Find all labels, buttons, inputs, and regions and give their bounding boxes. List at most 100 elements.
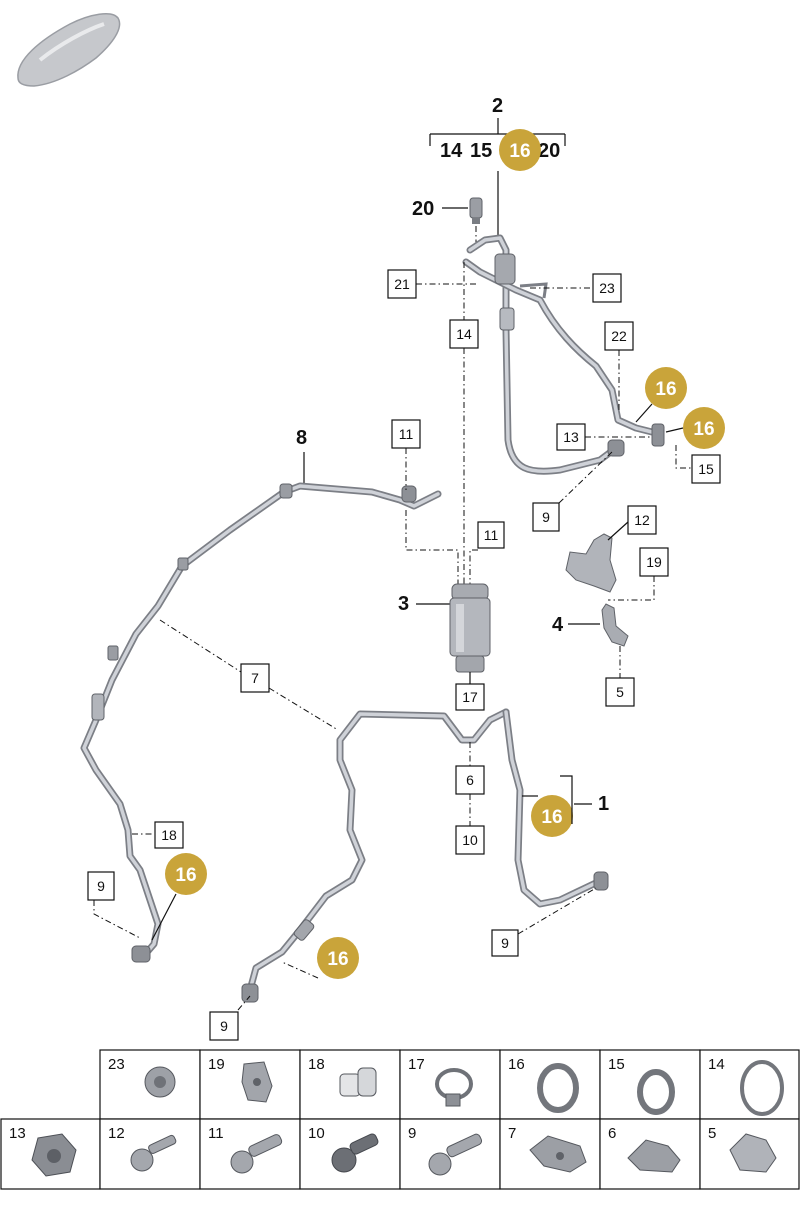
label-9-upper[interactable]: 9 [532,502,560,532]
svg-text:9: 9 [220,1018,228,1034]
svg-text:17: 17 [408,1056,425,1073]
part-cell-12[interactable]: 12 [99,1118,201,1190]
svg-text:23: 23 [599,280,615,296]
part-cell-17[interactable]: 17 [399,1049,501,1120]
label-9-left[interactable]: 9 [87,871,115,901]
callout-20[interactable]: 20 [412,198,434,220]
label-5[interactable]: 5 [605,677,635,707]
svg-text:7: 7 [508,1125,516,1142]
callout-1[interactable]: 1 [598,793,609,815]
bolt-icon [230,1134,283,1174]
label-21[interactable]: 21 [387,269,417,299]
part-cell-6[interactable]: 6 [599,1118,701,1190]
bracket-part-icon [627,1139,681,1173]
svg-text:22: 22 [611,328,627,344]
label-19[interactable]: 19 [639,547,669,577]
part-cell-11[interactable]: 11 [199,1118,301,1190]
label-9-bottom[interactable]: 9 [209,1011,239,1041]
ac-line-1[interactable] [502,708,609,908]
svg-text:14: 14 [708,1056,725,1073]
ac-line-7[interactable] [241,708,510,1003]
svg-text:16: 16 [693,419,714,440]
ac-line-upper[interactable] [462,234,665,475]
svg-text:19: 19 [646,554,662,570]
holder-icon [339,1067,377,1097]
svg-text:16: 16 [541,807,562,828]
svg-text:16: 16 [508,1056,525,1073]
nut-icon [31,1133,77,1177]
part-cell-23[interactable]: 23 [99,1049,201,1120]
label-18[interactable]: 18 [154,821,184,849]
parts-table: 23 19 18 17 16 15 14 [0,1049,800,1190]
svg-text:21: 21 [394,276,410,292]
part-cell-16[interactable]: 16 [499,1049,601,1120]
part-cell-10[interactable]: 10 [299,1118,401,1190]
bracket-upper[interactable] [565,533,617,593]
callout-8[interactable]: 8 [296,427,307,449]
svg-text:23: 23 [108,1056,125,1073]
part-cell-7[interactable]: 7 [499,1118,601,1190]
label-22[interactable]: 22 [604,321,634,351]
svg-text:9: 9 [408,1125,416,1142]
clip-icon [241,1061,273,1103]
gold-badge-right-1[interactable]: 16 [645,367,687,409]
bolt-icon [428,1133,483,1176]
label-12[interactable]: 12 [627,505,657,535]
bracket-lower[interactable] [601,603,629,647]
svg-text:15: 15 [698,461,714,477]
label-11-right[interactable]: 11 [477,521,505,549]
svg-text:14: 14 [456,326,472,342]
label-14[interactable]: 14 [449,319,479,349]
part-cell-13[interactable]: 13 [0,1118,101,1190]
part-cell-18[interactable]: 18 [299,1049,401,1120]
receiver-drier[interactable] [449,583,491,673]
label-23[interactable]: 23 [592,273,622,303]
bolt-icon [331,1133,379,1173]
svg-text:19: 19 [208,1056,225,1073]
gold-badge-right-2[interactable]: 16 [683,407,725,449]
svg-text:6: 6 [466,772,474,788]
svg-text:6: 6 [608,1125,616,1142]
label-15[interactable]: 15 [691,454,721,484]
o-ring-icon [637,1069,675,1115]
callout-15[interactable]: 15 [470,140,492,162]
svg-text:10: 10 [308,1125,325,1142]
part-cell-15[interactable]: 15 [599,1049,701,1120]
part-cell-9[interactable]: 9 [399,1118,501,1190]
callout-3[interactable]: 3 [398,593,409,615]
svg-text:9: 9 [542,509,550,525]
label-10[interactable]: 10 [455,825,485,855]
label-11-left[interactable]: 11 [391,419,421,449]
svg-text:18: 18 [308,1056,325,1073]
callout-4[interactable]: 4 [552,614,564,636]
bolt-icon [130,1134,177,1172]
label-7[interactable]: 7 [240,663,270,693]
svg-text:12: 12 [108,1125,125,1142]
svg-text:11: 11 [484,527,499,543]
part-cell-5[interactable]: 5 [699,1118,800,1190]
grommet-icon [144,1066,176,1098]
hose-clamp-icon [435,1068,473,1107]
svg-text:16: 16 [175,865,196,886]
callout-20-top[interactable]: 20 [538,140,560,162]
gold-badge-line-7[interactable]: 16 [317,937,359,979]
svg-text:16: 16 [327,949,348,970]
svg-text:11: 11 [208,1125,224,1142]
label-17[interactable]: 17 [455,683,485,711]
gold-badge-line-1[interactable]: 16 [531,795,573,837]
callout-2[interactable]: 2 [492,95,503,117]
label-9-right[interactable]: 9 [491,929,519,957]
gold-badge-top[interactable]: 16 [499,129,541,171]
svg-text:15: 15 [608,1056,625,1073]
label-6[interactable]: 6 [455,765,485,795]
svg-text:5: 5 [708,1125,716,1142]
label-13[interactable]: 13 [556,423,586,451]
ac-line-8[interactable] [80,482,442,963]
part-cell-19[interactable]: 19 [199,1049,301,1120]
part-cell-14[interactable]: 14 [699,1049,800,1120]
car-thumbnail-icon[interactable] [17,12,121,87]
callout-14[interactable]: 14 [440,140,463,162]
o-ring-icon [740,1060,784,1116]
gold-badge-line-8[interactable]: 16 [165,853,207,895]
o-ring-icon [537,1063,579,1113]
